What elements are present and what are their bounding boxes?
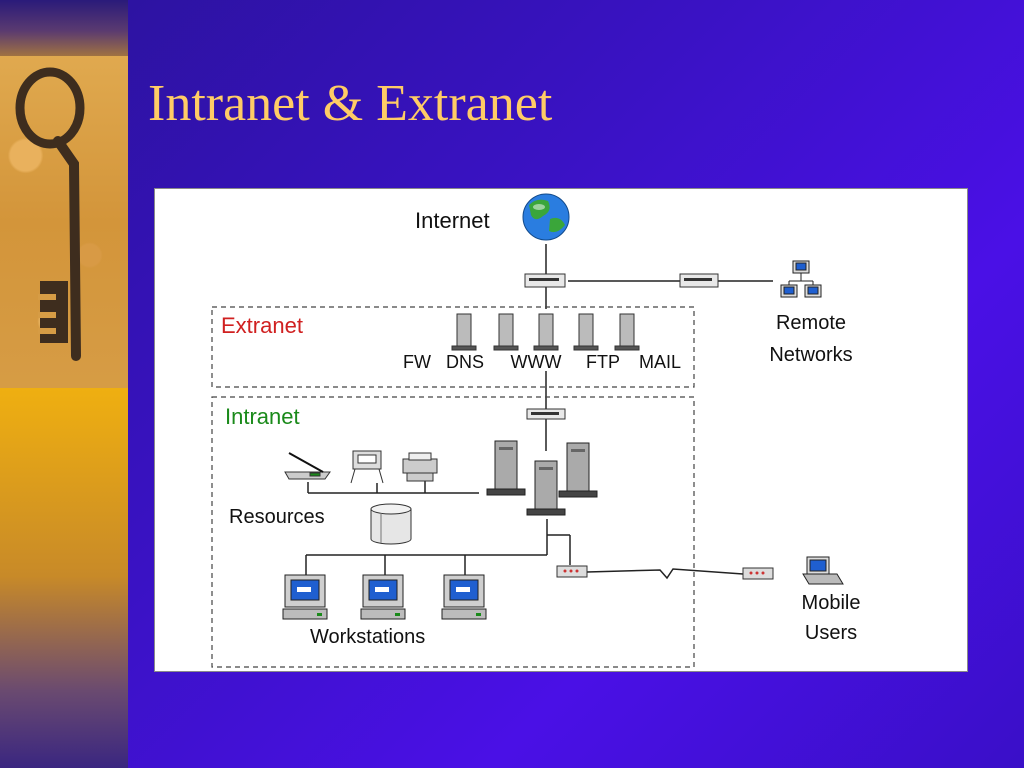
server-label-fw: FW [403, 352, 431, 372]
intranet-zone [211, 396, 695, 668]
mobile-users-label-line1: Mobile [801, 592, 861, 614]
server-icon [451, 313, 640, 351]
server-label-ftp: FTP [586, 352, 620, 372]
network-diagram: Internet Extranet Intranet FW DNS WWW FT… [154, 188, 968, 672]
remote-networks-label-line1: Remote [775, 312, 847, 334]
diagram-graphics [211, 193, 844, 668]
server-label-mail: MAIL [638, 352, 682, 372]
resources-label: Resources [229, 506, 325, 528]
extranet-zone [211, 306, 695, 388]
remote-networks-label-line2: Networks [769, 344, 853, 366]
database-icon [370, 503, 412, 545]
intranet-label: Intranet [225, 404, 300, 429]
globe-icon [522, 193, 570, 241]
workstations-label: Workstations [310, 626, 426, 648]
laptop-icon [802, 556, 844, 585]
server-label-dns: DNS [445, 352, 485, 372]
intranet-server-icon [486, 440, 598, 516]
extranet-label: Extranet [221, 313, 303, 338]
scanner-icon [284, 452, 331, 480]
key-icon [15, 67, 85, 361]
mobile-users-label-line2: Users [804, 622, 858, 644]
workstation-icon [282, 574, 487, 620]
connection-lines [305, 244, 773, 580]
server-label-www: WWW [510, 352, 562, 372]
printer-icon [402, 452, 438, 482]
remote-network-icon [780, 260, 822, 298]
internet-label: Internet [415, 208, 490, 233]
key-photo [0, 56, 128, 388]
slide-title: Intranet & Extranet [148, 75, 553, 132]
plotter-icon [350, 450, 384, 484]
